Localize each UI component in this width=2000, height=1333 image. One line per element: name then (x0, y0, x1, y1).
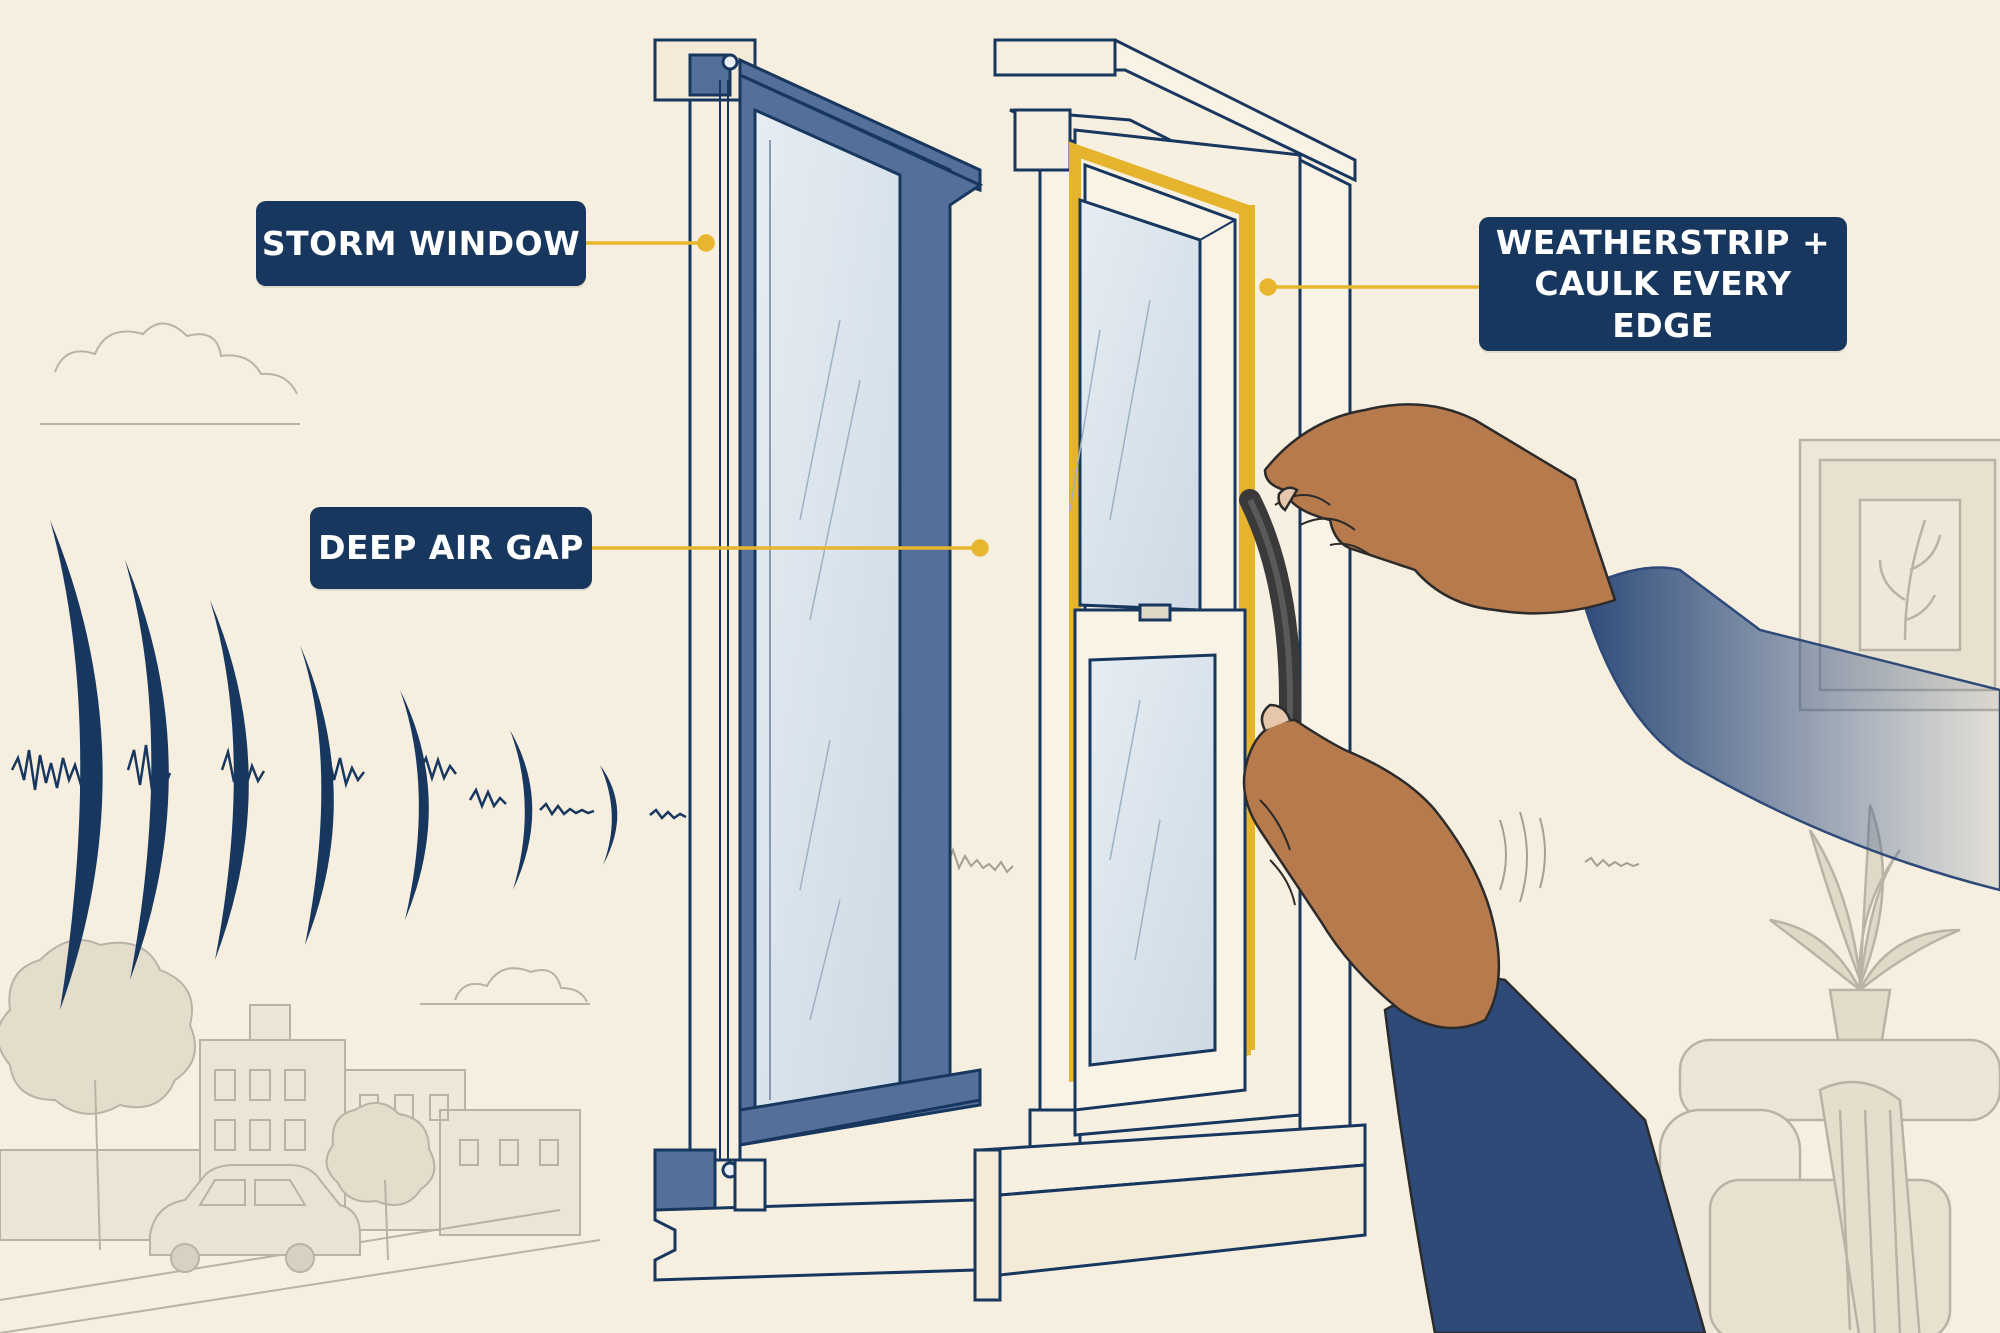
outdoor-scene (0, 322, 601, 1333)
noise-squiggle (10, 744, 687, 820)
cloud-icon (54, 322, 298, 395)
storm-window (653, 38, 984, 1282)
hands-applying-weatherstrip (1239, 403, 2000, 1333)
air-gap-label: DEEP AIR GAP (310, 507, 592, 589)
storm-window-label: STORM WINDOW (256, 201, 586, 286)
air-gap-label-text: DEEP AIR GAP (318, 528, 584, 568)
interior-window (973, 38, 1367, 1302)
storm-window-label-text: STORM WINDOW (261, 223, 581, 263)
indoor-scene (1658, 438, 2000, 1333)
tree-icon (0, 939, 436, 1261)
weatherstrip-label-line1: WEATHERSTRIP + (1495, 223, 1831, 263)
car-icon (149, 1164, 361, 1273)
armchair-icon (1658, 1038, 2000, 1333)
weatherstrip-label: WEATHERSTRIP + CAULK EVERY EDGE (1479, 217, 1847, 351)
plant-icon (1769, 804, 1961, 1042)
building-icon (0, 1004, 581, 1241)
leader-lines (586, 234, 1479, 557)
cloud-icon (454, 967, 588, 1003)
weatherstrip-label-line2: CAULK EVERY EDGE (1534, 264, 1792, 345)
